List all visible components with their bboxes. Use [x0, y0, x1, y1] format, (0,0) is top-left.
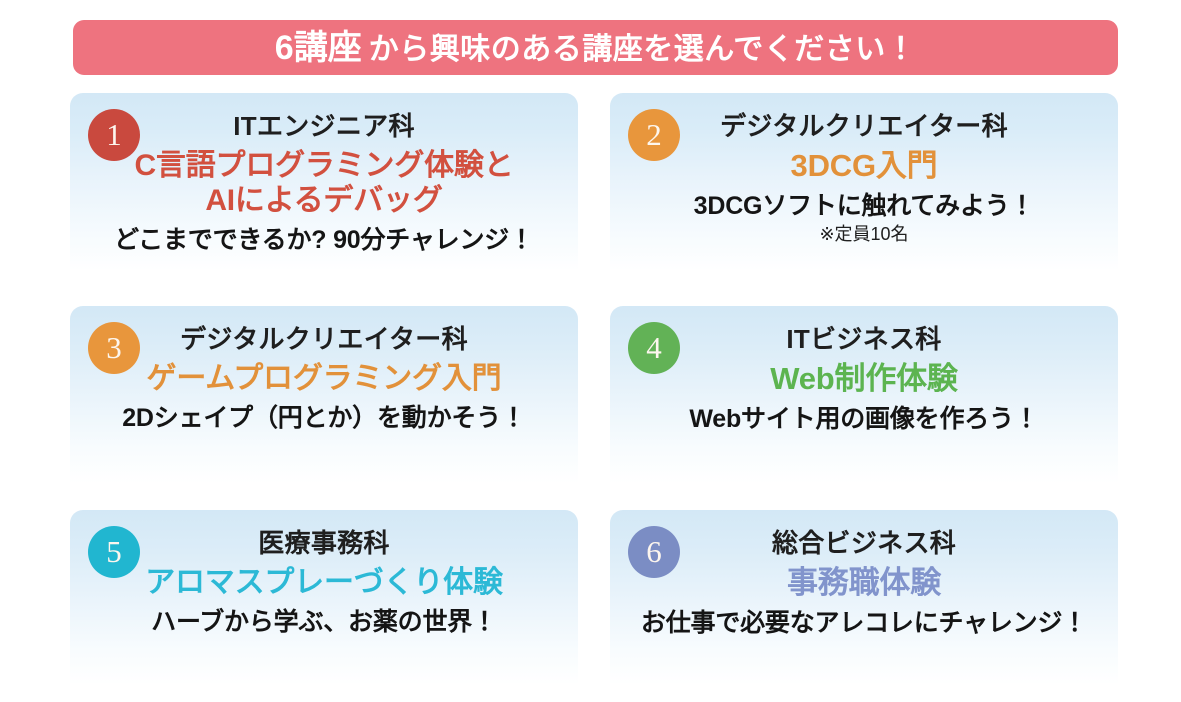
course-card-5[interactable]: 5 医療事務科 アロマスプレーづくり体験 ハーブから学ぶ、お薬の世界！ — [70, 510, 578, 700]
header-banner-text: 6講座 から興味のある講座を選んでください！ — [275, 31, 916, 65]
course-subtitle-4: Webサイト用の画像を作ろう！ — [689, 405, 1039, 434]
course-number-badge-1: 1 — [88, 109, 140, 161]
course-card-body-1: ITエンジニア科 C言語プログラミング体験と AIによるデバッグ どこまでできる… — [70, 93, 578, 295]
course-number-badge-5: 5 — [88, 526, 140, 578]
header-rest-text: から興味のある講座を選んでください！ — [368, 32, 917, 66]
header-banner: 6講座 から興味のある講座を選んでください！ — [73, 20, 1118, 75]
course-department-4: ITビジネス科 — [786, 324, 942, 354]
course-subtitle-2: 3DCGソフトに触れてみよう！ — [693, 192, 1035, 221]
course-card-2[interactable]: 2 デジタルクリエイター科 3DCG入門 3DCGソフトに触れてみよう！ ※定員… — [610, 93, 1118, 295]
course-subtitle-1: どこまでできるか? 90分チャレンジ！ — [114, 226, 534, 255]
course-subtitle-6: お仕事で必要なアレコレにチャレンジ！ — [640, 609, 1088, 638]
course-title-5: アロマスプレーづくり体験 — [145, 566, 503, 600]
course-card-4[interactable]: 4 ITビジネス科 Web制作体験 Webサイト用の画像を作ろう！ — [610, 306, 1118, 499]
course-card-grid: 1 ITエンジニア科 C言語プログラミング体験と AIによるデバッグ どこまでで… — [70, 93, 1118, 700]
course-card-6[interactable]: 6 総合ビジネス科 事務職体験 お仕事で必要なアレコレにチャレンジ！ — [610, 510, 1118, 700]
course-card-body-4: ITビジネス科 Web制作体験 Webサイト用の画像を作ろう！ — [610, 306, 1118, 499]
course-title-1: C言語プログラミング体験と AIによるデバッグ — [134, 149, 514, 218]
course-title-2: 3DCG入門 — [790, 148, 938, 184]
course-title-3: ゲームプログラミング入門 — [146, 362, 502, 396]
course-number-badge-3: 3 — [88, 322, 140, 374]
course-department-1: ITエンジニア科 — [233, 111, 415, 141]
course-number-badge-4: 4 — [628, 322, 680, 374]
course-title-4: Web制作体験 — [770, 361, 958, 397]
course-card-body-2: デジタルクリエイター科 3DCG入門 3DCGソフトに触れてみよう！ ※定員10… — [610, 93, 1118, 295]
course-number-badge-2: 2 — [628, 109, 680, 161]
course-subtitle-3: 2Dシェイプ（円とか）を動かそう！ — [122, 404, 526, 433]
course-number-badge-6: 6 — [628, 526, 680, 578]
course-department-6: 総合ビジネス科 — [771, 528, 957, 558]
course-card-body-3: デジタルクリエイター科 ゲームプログラミング入門 2Dシェイプ（円とか）を動かそ… — [70, 306, 578, 499]
course-department-5: 医療事務科 — [258, 528, 390, 558]
course-card-1[interactable]: 1 ITエンジニア科 C言語プログラミング体験と AIによるデバッグ どこまでで… — [70, 93, 578, 295]
course-department-2: デジタルクリエイター科 — [720, 111, 1008, 141]
course-note-2: ※定員10名 — [819, 224, 909, 245]
course-title-6: 事務職体験 — [787, 565, 941, 601]
course-card-body-6: 総合ビジネス科 事務職体験 お仕事で必要なアレコレにチャレンジ！ — [610, 510, 1118, 700]
course-department-3: デジタルクリエイター科 — [180, 324, 468, 354]
course-card-body-5: 医療事務科 アロマスプレーづくり体験 ハーブから学ぶ、お薬の世界！ — [70, 510, 578, 700]
header-lead-text: 6講座 — [274, 28, 362, 67]
course-subtitle-5: ハーブから学ぶ、お薬の世界！ — [151, 608, 497, 637]
course-card-3[interactable]: 3 デジタルクリエイター科 ゲームプログラミング入門 2Dシェイプ（円とか）を動… — [70, 306, 578, 499]
